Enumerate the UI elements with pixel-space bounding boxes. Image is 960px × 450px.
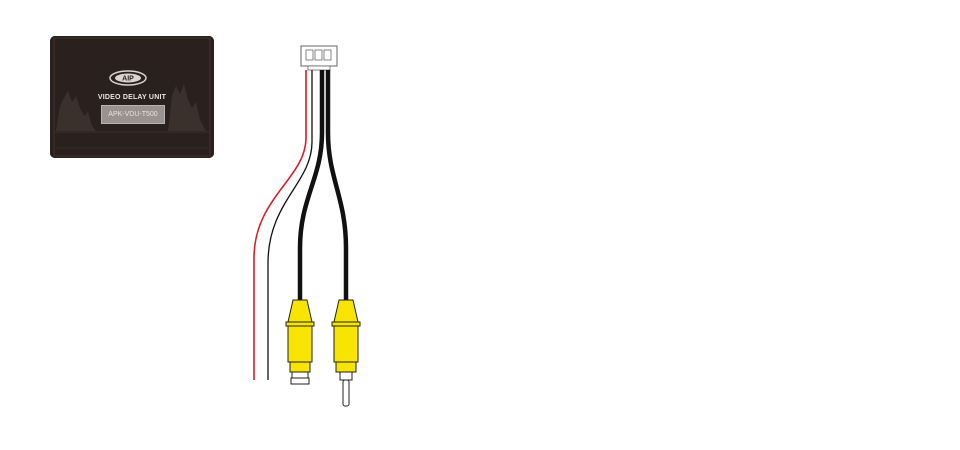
rca-female-connector-icon [285, 299, 315, 385]
wire-connector-icon [300, 45, 338, 71]
brand-logo-icon: AIP [109, 70, 147, 86]
black-coax-wire-right [325, 70, 349, 300]
wire-harness-diagram [253, 45, 361, 407]
device-title: VIDEO DELAY UNIT [97, 94, 167, 101]
black-thin-wire [267, 70, 313, 380]
brand-logo-text: AIP [122, 76, 134, 83]
video-delay-unit-image: AIP VIDEO DELAY UNIT APK-VDU-T500 [50, 36, 214, 158]
rca-male-connector-icon [331, 299, 361, 407]
red-wire [253, 70, 307, 380]
black-coax-wire-left [297, 70, 325, 300]
device-background-texture [50, 36, 214, 158]
device-model-label: APK-VDU-T500 [101, 105, 165, 124]
